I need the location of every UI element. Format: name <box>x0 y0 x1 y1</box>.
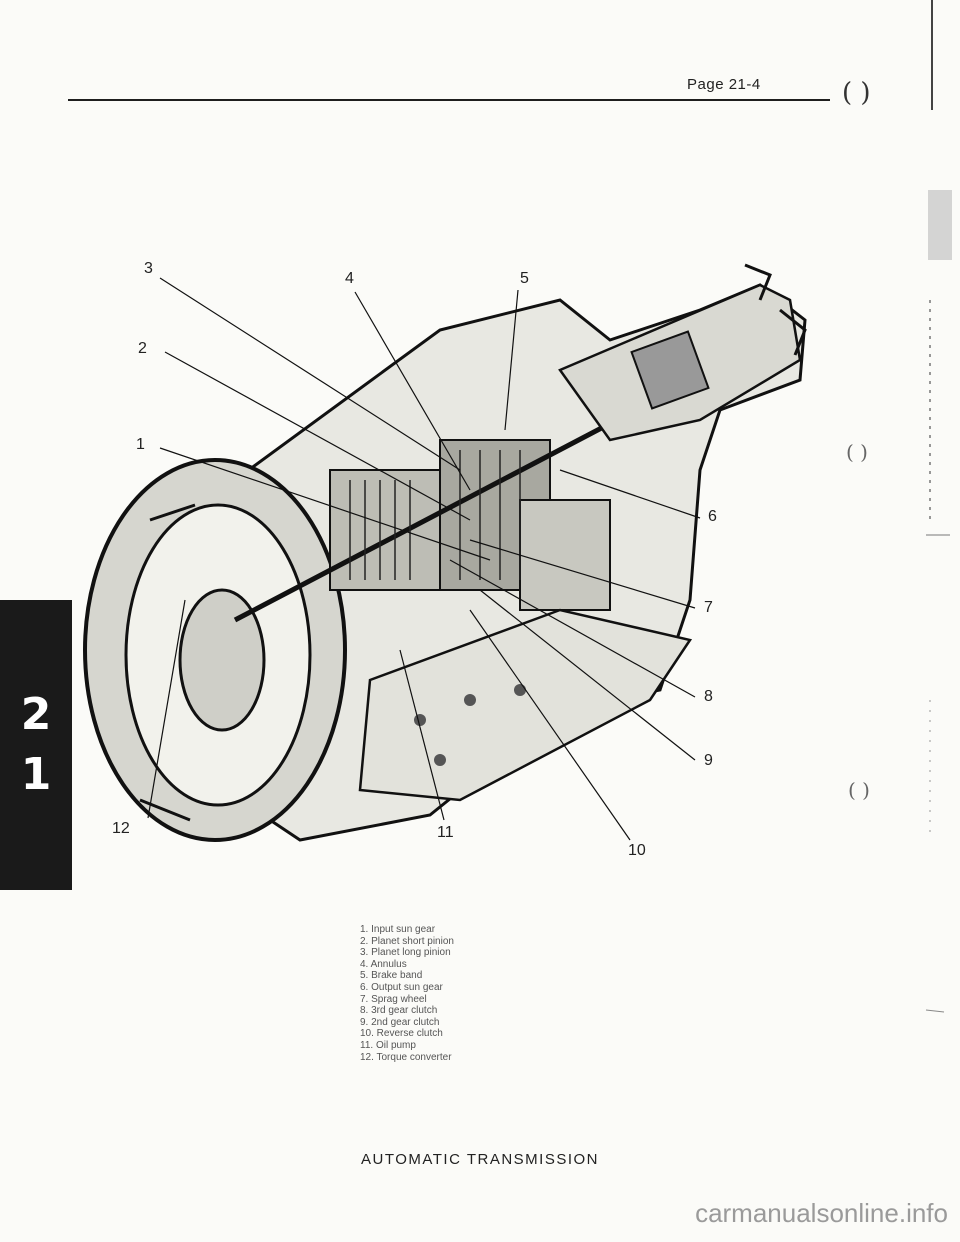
callout-label: 10 <box>628 842 646 859</box>
watermark: carmanualsonline.info <box>695 1198 948 1228</box>
legend-item: 11. Oil pump <box>360 1039 416 1051</box>
legend-item: 10. Reverse clutch <box>360 1028 443 1040</box>
section-tab-digit: 1 <box>20 749 52 800</box>
callout-label: 1 <box>136 436 145 453</box>
legend-item: 3. Planet long pinion <box>360 947 451 959</box>
callout-label: 7 <box>704 599 713 616</box>
callout-label: 9 <box>704 752 713 769</box>
callout-label: 4 <box>345 270 354 287</box>
figure-caption: AUTOMATIC TRANSMISSION <box>360 1151 600 1168</box>
legend-item: 1. Input sun gear <box>360 924 436 935</box>
binding-hole-mark: ( ) <box>848 778 870 802</box>
header-rule <box>68 99 830 101</box>
legend-item: 7. Sprag wheel <box>360 993 427 1005</box>
legend-item: 12. Torque converter <box>360 1051 452 1063</box>
legend-item: 4. Annulus <box>360 958 407 970</box>
legend-item: 2. Planet short pinion <box>360 935 454 947</box>
legend-item: 8. 3rd gear clutch <box>360 1005 438 1017</box>
page-number: Page 21-4 <box>687 76 761 93</box>
legend-item: 5. Brake band <box>360 970 423 982</box>
callout-label: 6 <box>708 508 717 525</box>
section-tab-digit: 2 <box>20 689 52 740</box>
legend-item: 9. 2nd gear clutch <box>360 1016 440 1028</box>
callout-label: 11 <box>437 824 454 841</box>
callout-label: 2 <box>138 340 147 357</box>
figure-legend: 1. Input sun gear 2. Planet short pinion… <box>360 924 600 1063</box>
legend-item: 6. Output sun gear <box>360 981 443 993</box>
section-tab: 2 1 <box>0 600 72 890</box>
binding-hole-mark: ( ) <box>842 78 871 108</box>
callout-label: 8 <box>704 688 713 705</box>
callout-label: 5 <box>520 270 529 287</box>
callout-label: 3 <box>144 260 153 277</box>
binding-hole-mark: ( ) <box>846 440 868 464</box>
callout-label: 12 <box>112 820 130 837</box>
scanned-binding-edge <box>925 0 952 1013</box>
